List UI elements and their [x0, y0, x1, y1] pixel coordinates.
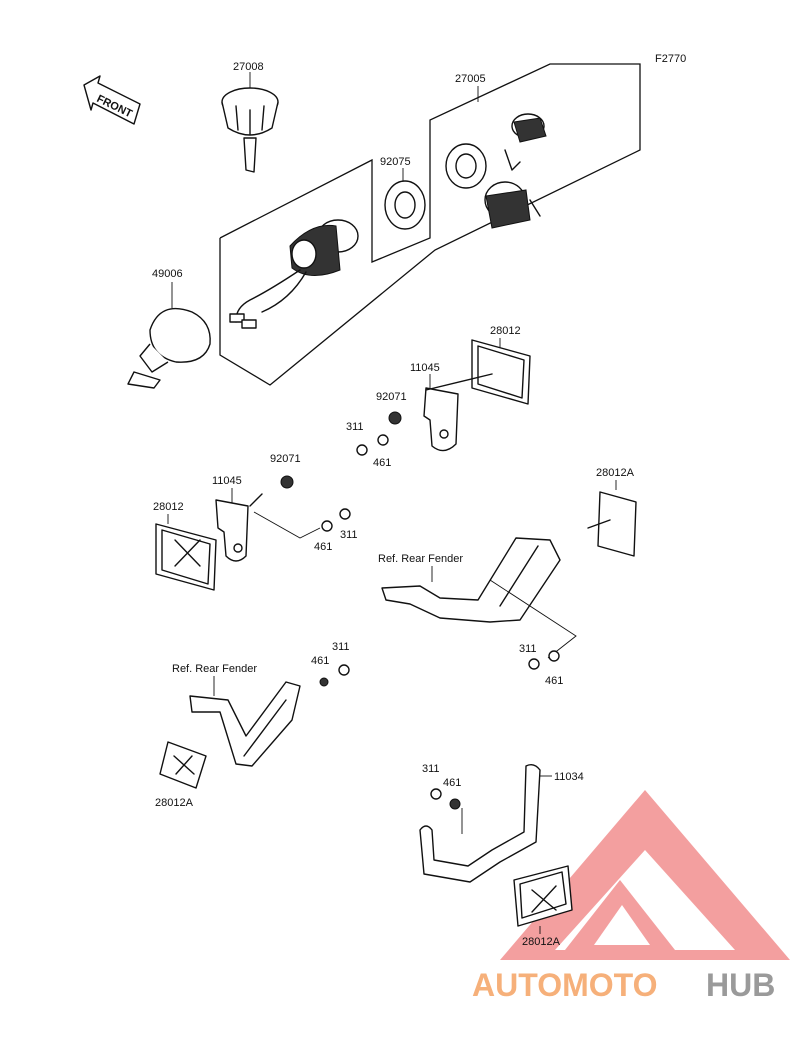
label-28012-top: 28012 [490, 325, 521, 337]
watermark-logo [500, 790, 790, 960]
nut-92071-mid [280, 475, 294, 489]
washer-461-right [548, 650, 560, 662]
label-11045-left: 11045 [212, 475, 242, 487]
front-arrow: FRONT [83, 75, 141, 125]
label-461-right: 461 [545, 675, 563, 687]
label-311-bottom: 311 [422, 763, 440, 775]
nut-311-bottom [430, 788, 442, 800]
reflector-28012-left [155, 523, 217, 591]
bracket-11045-left [215, 493, 321, 562]
assembly-outline [219, 63, 641, 386]
label-11045-top: 11045 [410, 362, 440, 374]
label-28012A-bottom: 28012A [522, 936, 561, 948]
label-461-bottom: 461 [443, 777, 461, 789]
nut-311-left [339, 508, 351, 520]
bracket-11045-top [423, 373, 493, 452]
label-461-top: 461 [373, 457, 391, 469]
label-461-left: 461 [314, 541, 332, 553]
nut-311-top [356, 444, 368, 456]
label-28012A-lowleft: 28012A [155, 797, 194, 809]
label-ref-fender-left: Ref. Rear Fender [172, 663, 257, 675]
label-92075: 92075 [380, 156, 411, 168]
label-311-top: 311 [346, 421, 364, 433]
label-27005: 27005 [455, 73, 486, 85]
ignition-switch [229, 219, 359, 329]
label-28012-left: 28012 [153, 501, 184, 513]
reflector-28012A-right [587, 491, 637, 557]
reflector-28012A-lowleft [159, 741, 207, 789]
washer-461-left [321, 520, 333, 532]
bracket-right-fender [381, 537, 577, 659]
label-92071-mid: 92071 [270, 453, 301, 465]
label-311-left: 311 [340, 529, 358, 541]
bracket-left-fender [189, 681, 301, 767]
nut-92071-top [388, 411, 402, 425]
key-27008 [221, 72, 279, 173]
watermark-brand-b: HUB [706, 967, 775, 1003]
nut-311-right [528, 658, 540, 670]
label-311-lowleft: 311 [332, 641, 350, 653]
reflector-28012-top [471, 339, 531, 405]
washer-461-top [377, 434, 389, 446]
watermark-brand-a: AUTOMOTO [472, 967, 657, 1003]
washer-461-bottom [449, 798, 461, 810]
label-28012A-right: 28012A [596, 467, 635, 479]
label-92071-top: 92071 [376, 391, 407, 403]
reflector-28012A-bottom [513, 865, 573, 927]
washer-461-lowleft [319, 677, 329, 687]
label-49006: 49006 [152, 268, 183, 280]
figure-code: F2770 [655, 53, 686, 65]
label-311-right: 311 [519, 643, 537, 655]
label-461-lowleft: 461 [311, 655, 329, 667]
lockset-27005 [445, 113, 547, 229]
label-ref-fender-right: Ref. Rear Fender [378, 553, 463, 565]
label-27008: 27008 [233, 61, 264, 73]
bracket-11034 [419, 763, 541, 883]
switch-boot-49006 [127, 307, 211, 389]
seal-ring-92075 [384, 180, 426, 230]
watermark-text: AUTOMOTO HUB [472, 967, 775, 1003]
nut-311-lowleft [338, 664, 350, 676]
label-11034: 11034 [554, 771, 584, 783]
